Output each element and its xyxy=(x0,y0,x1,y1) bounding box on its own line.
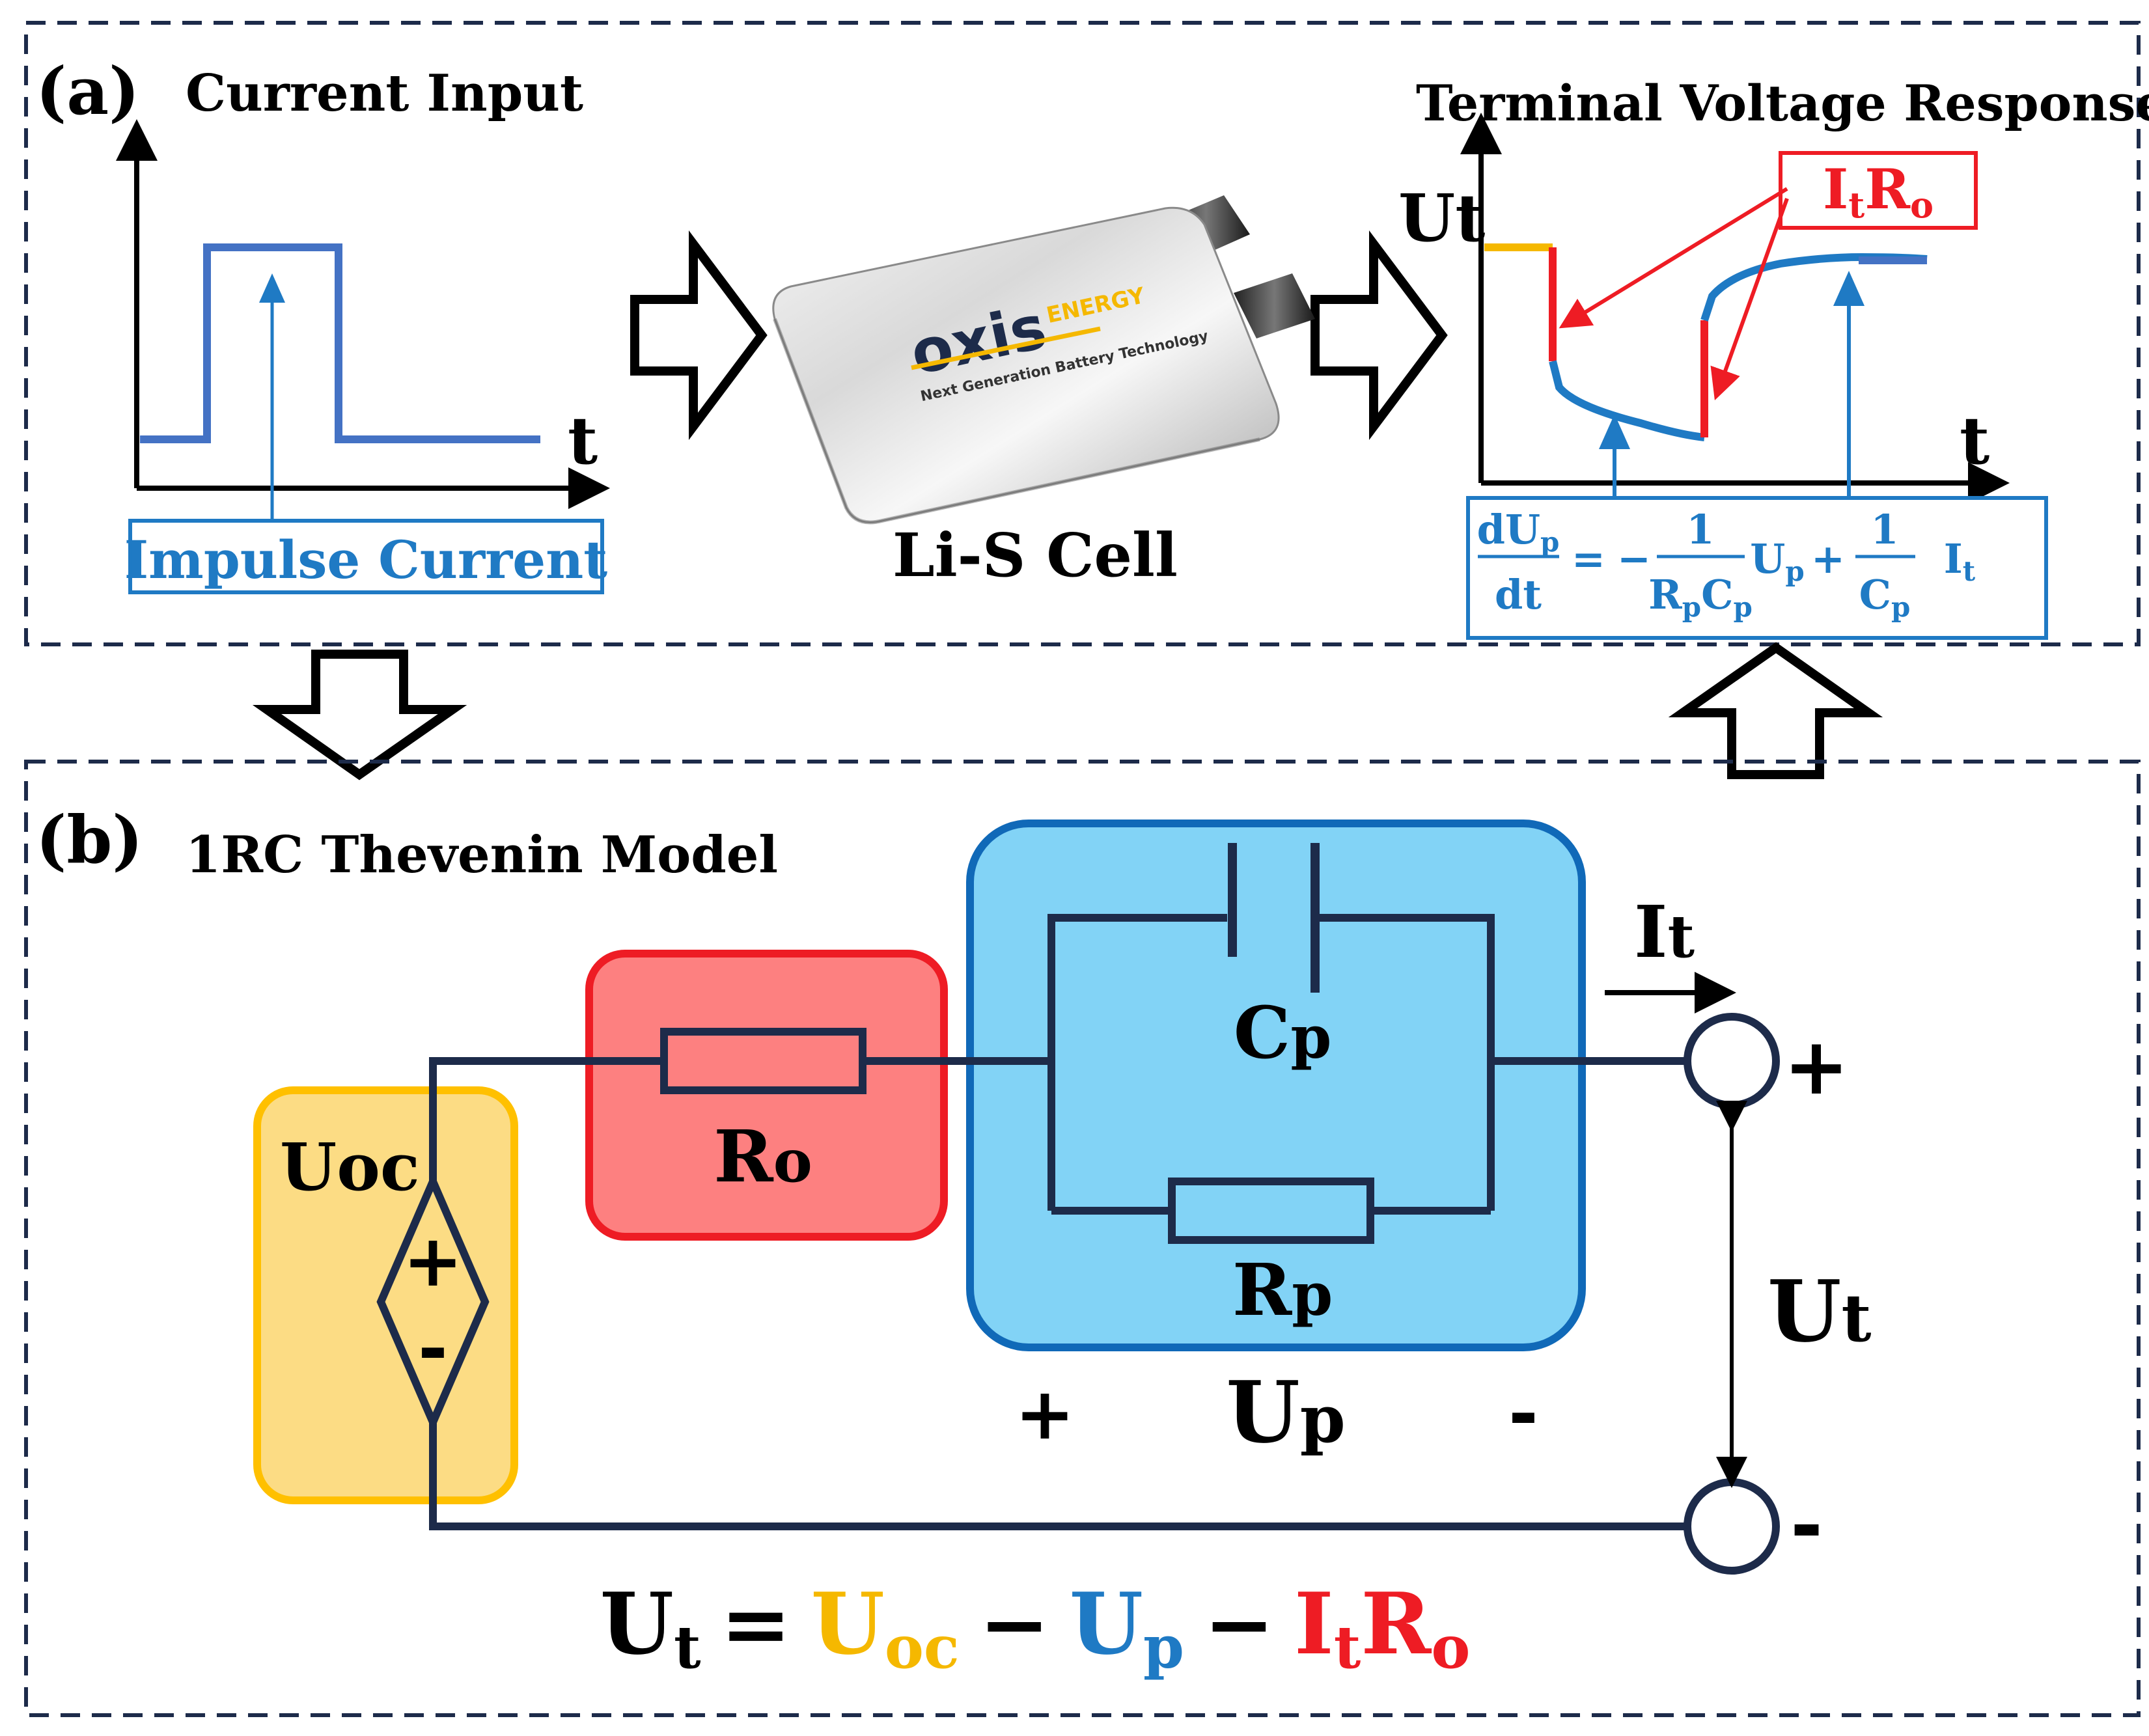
source-minus: - xyxy=(418,1307,448,1390)
impulse-current-label: Impulse Current xyxy=(124,529,608,590)
ro-resistor xyxy=(660,1028,867,1094)
ohmic-pointer-2 xyxy=(1710,197,1789,400)
rp-resistor xyxy=(1168,1178,1374,1244)
uoc-label: Uoc xyxy=(280,1129,420,1206)
flow-arrow-up xyxy=(1668,642,1883,779)
terminal-negative xyxy=(1684,1478,1780,1575)
svg-text:+: + xyxy=(1811,535,1845,583)
svg-text:1: 1 xyxy=(1870,506,1898,553)
up-minus: - xyxy=(1508,1372,1538,1455)
svg-text:dUp: dUp xyxy=(1477,506,1560,558)
cell-brand-stripe xyxy=(911,326,1101,370)
panel-a-label: (a) xyxy=(36,53,139,130)
current-input-title: Current Input xyxy=(186,64,583,123)
svg-text:It: It xyxy=(1944,535,1976,587)
circuit-wires xyxy=(429,914,1686,1530)
terminal-voltage-equation: Ut=Uoc−Up−ItRo xyxy=(600,1574,1471,1682)
voltage-t-label: t xyxy=(1960,402,1990,479)
polarization-decay-curve xyxy=(1549,360,1705,441)
current-t-label: t xyxy=(568,402,598,479)
differential-equation-box xyxy=(1466,496,2048,640)
voltage-response-chart: Ut t ItRo xyxy=(1398,113,2010,504)
impulse-current-box xyxy=(128,519,604,594)
it-label: It xyxy=(1634,890,1695,974)
ohmic-pointer-1 xyxy=(1559,187,1788,329)
voltage-source-diamond xyxy=(376,1171,490,1433)
terminal-plus-label: + xyxy=(1784,1022,1850,1112)
flow-arrow-down xyxy=(252,650,467,780)
up-plus: + xyxy=(1015,1372,1075,1455)
ro-box xyxy=(585,950,948,1241)
flow-arrow-to-response xyxy=(1310,230,1448,440)
cell-pouch-edge xyxy=(773,318,1260,525)
rc-box xyxy=(966,820,1586,1351)
terminal-minus-label: - xyxy=(1790,1481,1823,1571)
panel-b-label: (b) xyxy=(36,801,143,878)
svg-text:dt: dt xyxy=(1495,571,1542,618)
ro-label: Ro xyxy=(714,1114,812,1198)
impulse-waveform xyxy=(140,243,540,443)
ut-label: Ut xyxy=(1768,1261,1872,1361)
cp-label: Cp xyxy=(1234,991,1332,1075)
voltage-response-title: Terminal Voltage Response xyxy=(1416,74,2149,132)
recovery-curve xyxy=(1700,253,1928,322)
ohmic-label: ItRo xyxy=(1823,157,1934,226)
li-s-cell-image: oxis ENERGY Next Generation Battery Tech… xyxy=(772,195,1315,525)
svg-text:Up: Up xyxy=(1750,535,1804,587)
svg-text:RpCp: RpCp xyxy=(1648,571,1753,623)
cell-label: Li-S Cell xyxy=(893,520,1178,590)
up-label: Up xyxy=(1226,1362,1345,1462)
svg-text:−: − xyxy=(1617,535,1651,583)
cell-tab-bottom xyxy=(1234,273,1315,338)
terminal-positive xyxy=(1684,1013,1780,1109)
svg-text:Cp: Cp xyxy=(1859,571,1911,623)
panel-a-frame xyxy=(24,21,2141,646)
current-input-chart: t Impulse Current xyxy=(116,119,610,594)
svg-text:=: = xyxy=(1572,535,1605,583)
ohmic-label-box xyxy=(1779,151,1978,230)
source-plus: + xyxy=(403,1219,463,1302)
rp-label: Rp xyxy=(1232,1248,1333,1332)
thevenin-title: 1RC Thevenin Model xyxy=(186,825,778,885)
voltage-y-label: Ut xyxy=(1398,180,1485,256)
differential-equation: dUp dt = − 1 RpCp Up + 1 Cp It xyxy=(1477,506,1976,623)
flow-arrow-to-cell xyxy=(630,230,768,440)
svg-text:1: 1 xyxy=(1686,506,1714,553)
